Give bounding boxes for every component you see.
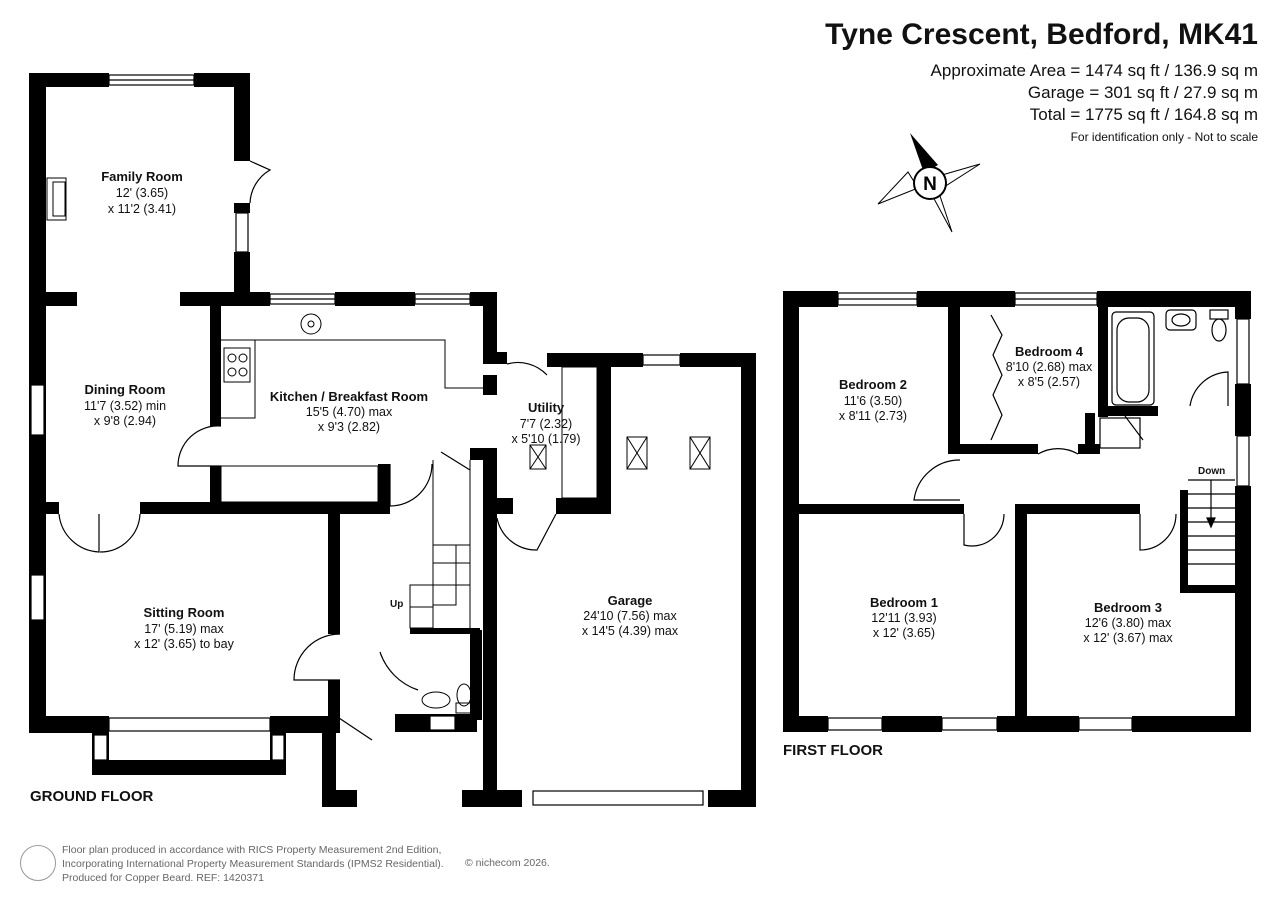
brand-copyright: © nichecom 2026. xyxy=(465,857,550,869)
property-title: Tyne Crescent, Bedford, MK41 xyxy=(825,18,1258,51)
ground-windows xyxy=(30,74,704,806)
utility-fixtures xyxy=(529,366,711,499)
bedroom-1-dim1: 12'11 (3.93) xyxy=(871,611,936,625)
family-room-dim2: x 11'2 (3.41) xyxy=(108,202,176,216)
bedroom-3-dim1: 12'6 (3.80) max xyxy=(1085,616,1172,630)
bedroom-4-dim2: x 8'5 (2.57) xyxy=(1018,375,1080,389)
ground-floor-walls xyxy=(29,73,756,807)
wc-fixtures xyxy=(421,683,473,714)
person-icon xyxy=(20,845,56,881)
utility-name: Utility xyxy=(528,400,565,415)
total-area: Total = 1775 sq ft / 164.8 sq m xyxy=(1029,105,1258,124)
footer-line-3: Produced for Copper Beard. REF: 1420371 xyxy=(62,872,264,884)
kitchen-name: Kitchen / Breakfast Room xyxy=(270,389,428,404)
dining-room-dim1: 11'7 (3.52) min xyxy=(84,399,166,413)
footer-text: Floor plan produced in accordance with R… xyxy=(62,843,444,885)
compass-label: N xyxy=(923,174,937,195)
bedroom-2-dim1: 11'6 (3.50) xyxy=(844,394,902,408)
ground-stairs xyxy=(409,460,471,630)
stairs-down-label: Down xyxy=(1198,466,1225,477)
kitchen-dim2: x 9'3 (2.82) xyxy=(318,420,380,434)
footer-line-2: Incorporating International Property Mea… xyxy=(62,858,444,870)
kitchen-dim1: 15'5 (4.70) max xyxy=(306,405,393,419)
bedroom-3-dim2: x 12' (3.67) max xyxy=(1083,631,1173,645)
dining-room-name: Dining Room xyxy=(85,382,166,397)
first-floor-walls xyxy=(783,291,1251,732)
bedroom-1-name: Bedroom 1 xyxy=(870,595,938,610)
bedroom-3-name: Bedroom 3 xyxy=(1094,600,1162,615)
dining-room-dim2: x 9'8 (2.94) xyxy=(94,414,156,428)
room-labels: Family Room 12' (3.65) x 11'2 (3.41) Din… xyxy=(84,169,1225,651)
compass-icon: N xyxy=(877,133,981,233)
bedroom-2-name: Bedroom 2 xyxy=(839,377,907,392)
garage-dim1: 24'10 (7.56) max xyxy=(583,609,677,623)
utility-dim2: x 5'10 (1.79) xyxy=(511,432,580,446)
first-fixtures xyxy=(913,309,1235,565)
garage-name: Garage xyxy=(608,593,653,608)
sitting-room-name: Sitting Room xyxy=(144,605,225,620)
family-room-dim1: 12' (3.65) xyxy=(116,186,168,200)
sitting-room-dim2: x 12' (3.65) to bay xyxy=(134,637,234,651)
bedroom-4-name: Bedroom 4 xyxy=(1015,344,1084,359)
bedroom-2-dim2: x 8'11 (2.73) xyxy=(839,409,907,423)
approximate-area: Approximate Area = 1474 sq ft / 136.9 sq… xyxy=(930,61,1258,80)
stairs-up-label: Up xyxy=(390,599,403,610)
ground-floor-label: GROUND FLOOR xyxy=(30,788,154,805)
ground-doors xyxy=(58,160,557,741)
garage-dim2: x 14'5 (4.39) max xyxy=(582,624,679,638)
first-windows xyxy=(827,292,1250,731)
bedroom-4-dim1: 8'10 (2.68) max xyxy=(1006,360,1093,374)
kitchen-fixtures xyxy=(46,177,483,503)
scale-note: For identification only - Not to scale xyxy=(1070,130,1258,144)
footer-line-1: Floor plan produced in accordance with R… xyxy=(62,844,442,856)
sitting-room-dim1: 17' (5.19) max xyxy=(144,622,224,636)
utility-dim1: 7'7 (2.32) xyxy=(520,417,572,431)
family-room-name: Family Room xyxy=(101,169,183,184)
first-floor-label: FIRST FLOOR xyxy=(783,742,883,759)
garage-area: Garage = 301 sq ft / 27.9 sq m xyxy=(1027,83,1258,102)
bedroom-1-dim2: x 12' (3.65) xyxy=(873,626,935,640)
header: Tyne Crescent, Bedford, MK41 Approximate… xyxy=(825,18,1258,144)
